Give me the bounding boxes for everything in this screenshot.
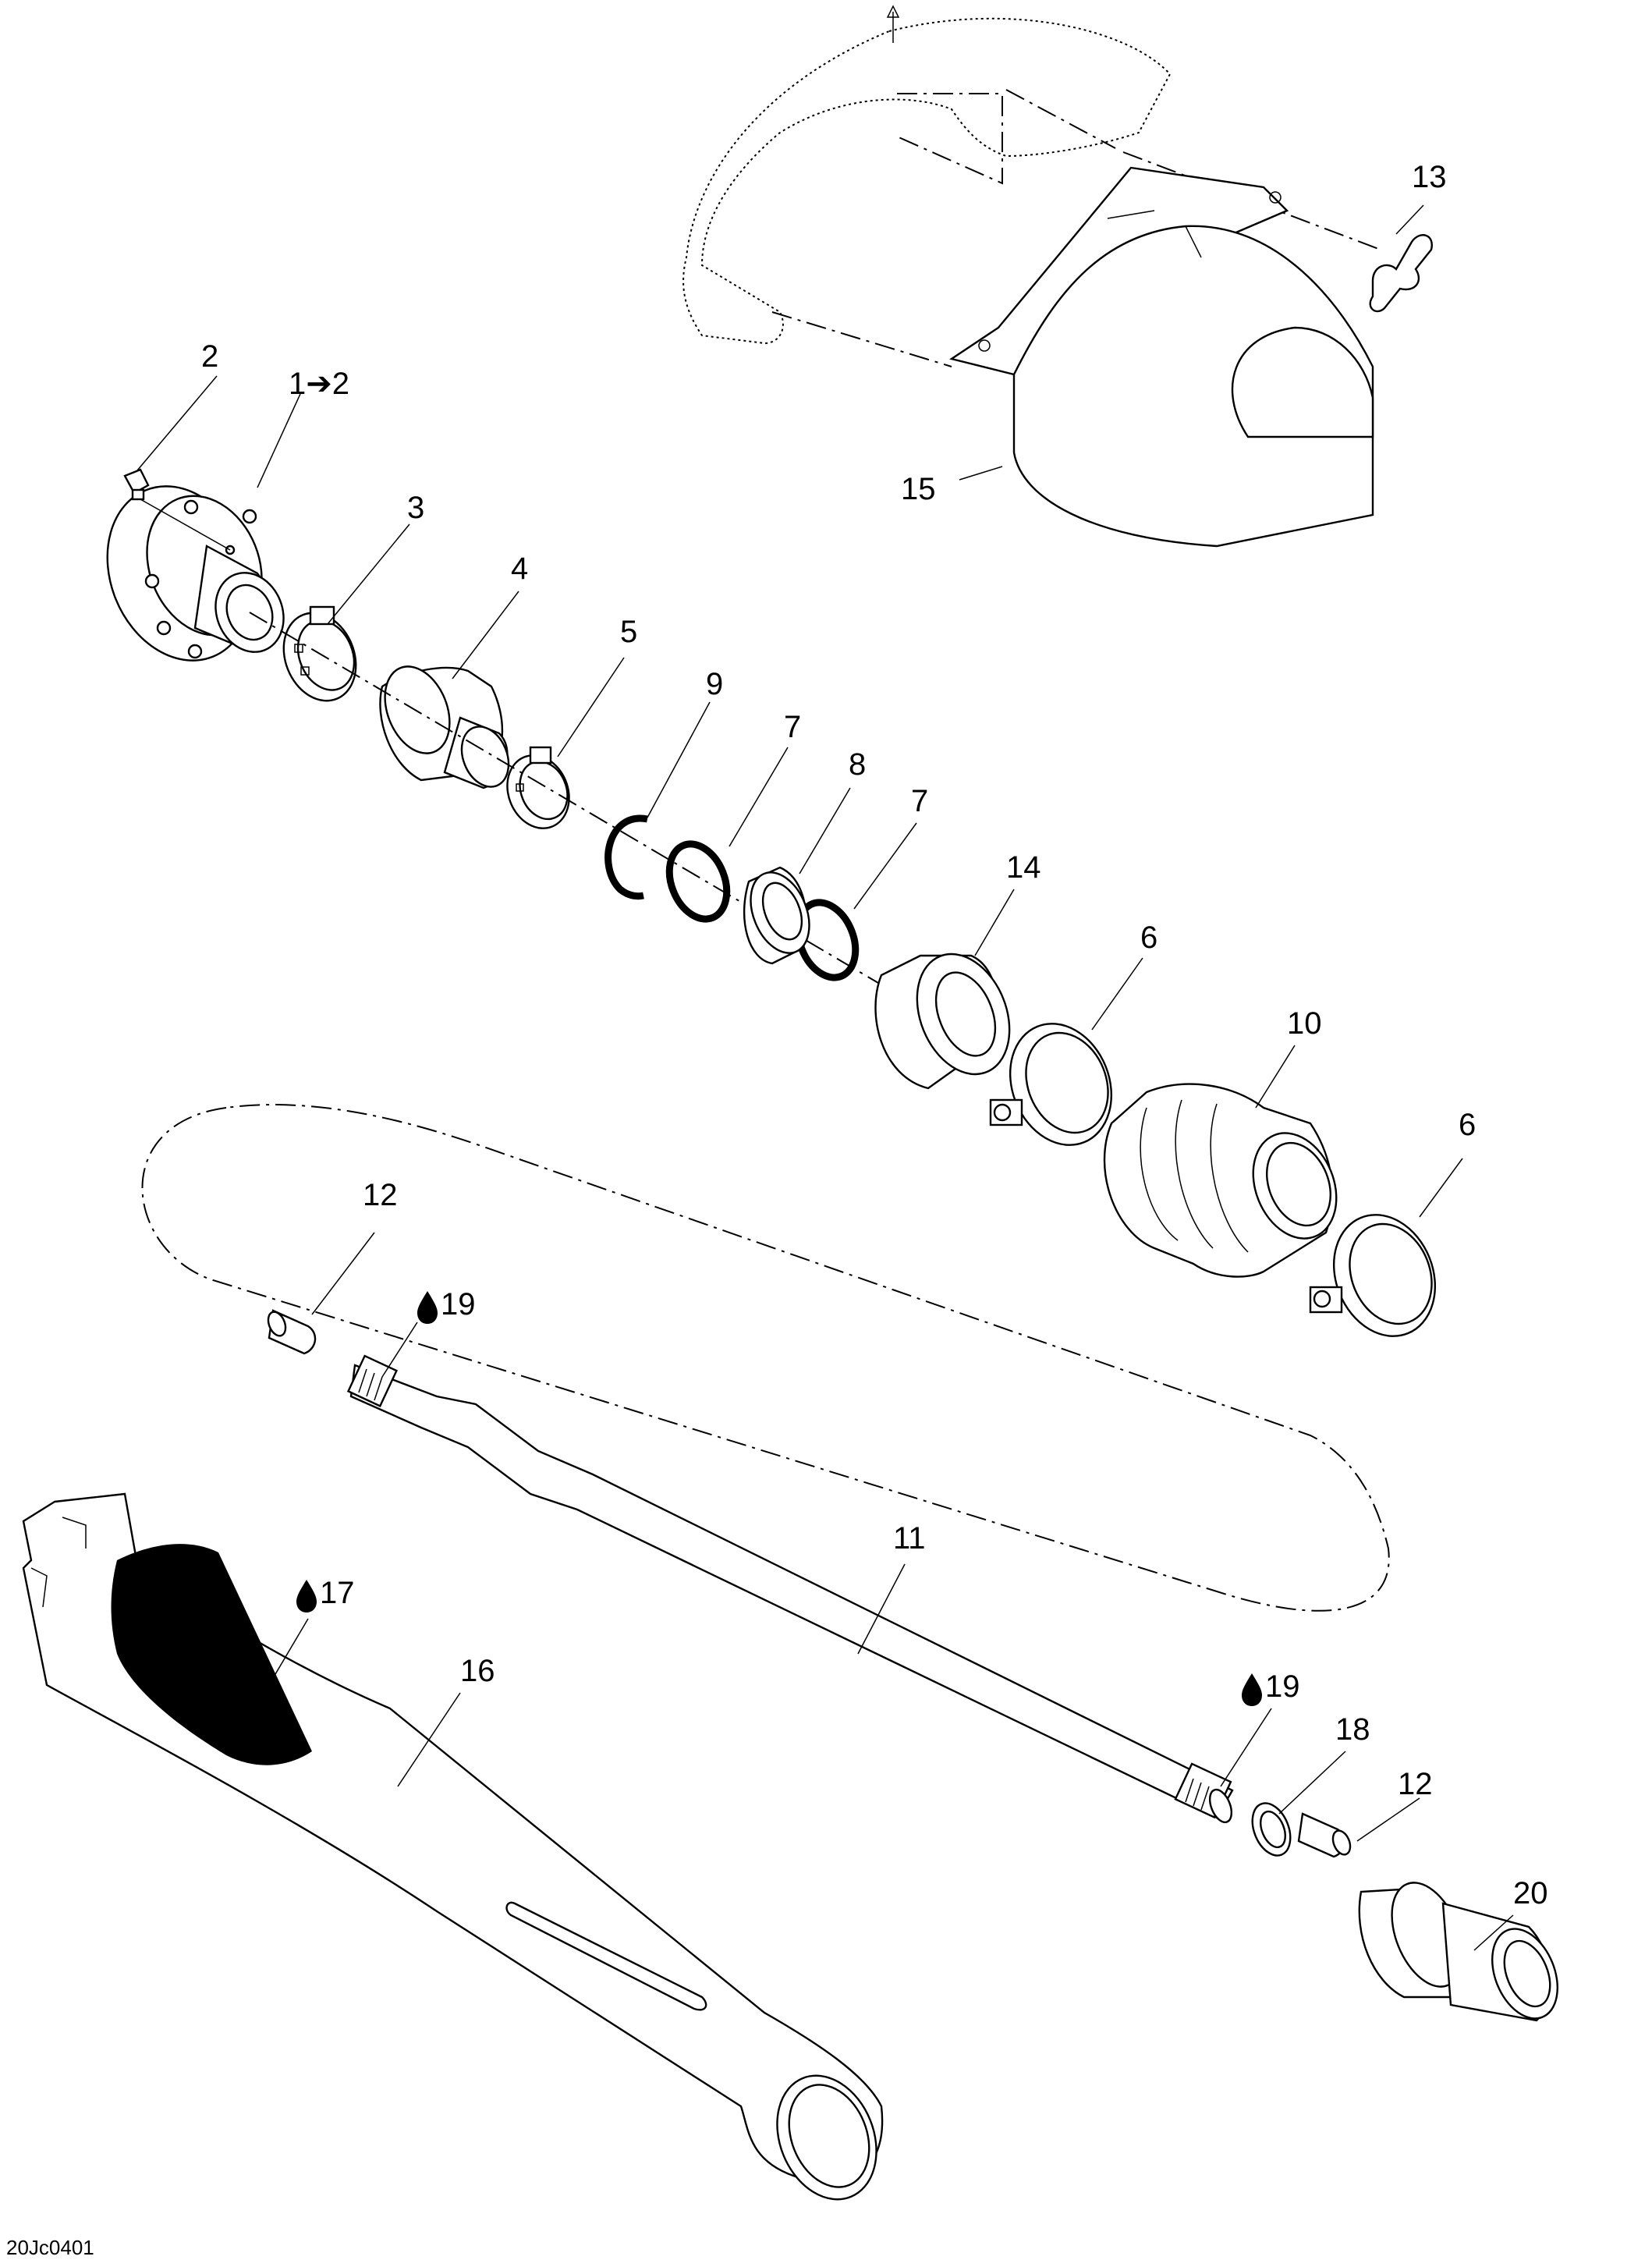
- drop-icon: [296, 1580, 317, 1612]
- drive-shaft-11: [346, 1354, 1234, 1824]
- reference-shroud: [682, 5, 1381, 367]
- callout-15: 15: [901, 472, 936, 506]
- callout-2: 2: [201, 339, 218, 374]
- callout-7a: 7: [784, 710, 801, 744]
- assembly-outline: [141, 1104, 1390, 1612]
- flange-coupler-1: [106, 485, 285, 662]
- bushing-20: [1358, 1882, 1558, 2022]
- callout-14: 14: [1006, 850, 1041, 885]
- washer-18: [1251, 1802, 1292, 1857]
- callout-7b: 7: [911, 784, 928, 818]
- plug-12b: [1297, 1812, 1352, 1858]
- drop-icon: [417, 1291, 438, 1324]
- diagram-code: 20Jc0401: [6, 2236, 94, 2259]
- cover-15: [949, 166, 1374, 548]
- callout-12a: 12: [363, 1178, 398, 1212]
- lubricated-area: [111, 1544, 312, 1765]
- o-ring-7b: [794, 899, 860, 981]
- callout-16: 16: [460, 1654, 495, 1688]
- callout-10: 10: [1287, 1006, 1322, 1041]
- grease-fitting-2: [123, 468, 231, 551]
- sleeve-14: [874, 953, 1011, 1090]
- o-ring-7a: [665, 840, 731, 923]
- bellows-10: [1103, 1083, 1338, 1278]
- drop-icon: [1242, 1673, 1262, 1706]
- bushing-8: [743, 866, 810, 965]
- callout-20: 20: [1513, 1876, 1548, 1910]
- clamp-3: [282, 605, 357, 702]
- hose-clamp-6a: [989, 1023, 1113, 1146]
- hose-clamp-6b: [1309, 1214, 1437, 1337]
- callout-3: 3: [407, 491, 424, 525]
- leader-lines: [136, 204, 1514, 1951]
- circlip-9: [604, 814, 648, 900]
- callout-5: 5: [620, 615, 637, 649]
- callout-12b: 12: [1398, 1767, 1433, 1801]
- plug-12a: [267, 1309, 317, 1355]
- callout-4: 4: [511, 552, 528, 586]
- callout-9: 9: [706, 667, 723, 701]
- callout-19a: 19: [441, 1287, 476, 1322]
- callout-11: 11: [893, 1521, 926, 1556]
- callout-8: 8: [849, 747, 866, 782]
- callout-19b: 19: [1265, 1669, 1300, 1704]
- callout-6b: 6: [1459, 1108, 1476, 1142]
- callout-18: 18: [1335, 1712, 1370, 1747]
- callout-13: 13: [1412, 160, 1447, 194]
- callout-1: 1➔2: [289, 367, 349, 401]
- handle-16: [22, 1492, 884, 2201]
- wing-nut-13: [1369, 234, 1433, 313]
- clamp-5: [506, 746, 570, 829]
- callout-17: 17: [320, 1576, 355, 1610]
- callout-6a: 6: [1140, 921, 1157, 955]
- boot-4: [379, 665, 510, 789]
